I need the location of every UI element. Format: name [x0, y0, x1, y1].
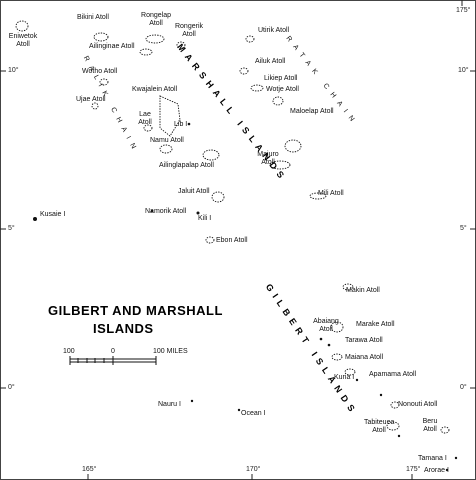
- scale-right-label: 100 MILES: [153, 348, 188, 355]
- lat-5-left-label: 5°: [8, 225, 15, 232]
- place-ailinginae: Ailinginae Atoll: [89, 43, 135, 50]
- place-beru: Beru Atoll: [422, 418, 438, 433]
- scale-bar-line: [69, 356, 157, 365]
- place-utirik: Utirik Atoll: [258, 27, 290, 34]
- lat-10-right-label: 10°: [458, 67, 469, 74]
- place-ocean: Ocean I: [241, 410, 266, 417]
- place-maloelap: Maloelap Atoll: [290, 108, 334, 115]
- place-rongerik: Rongerik Atoll: [174, 23, 203, 38]
- place-makin: Makin Atoll: [346, 287, 380, 294]
- place-kusaie: Kusaie I: [40, 211, 66, 218]
- place-majuro: Majuro Atoll: [257, 151, 279, 166]
- place-wotje: Wotje Atoll: [266, 86, 299, 93]
- place-rongelap: Rongelap Atoll: [141, 12, 171, 27]
- place-apamama: Apamama Atoll: [369, 371, 417, 378]
- lon-170-label: 170°: [246, 466, 261, 473]
- lon-175-bottom-label: 175°: [406, 466, 421, 473]
- place-mili: Mili Atoll: [318, 190, 344, 197]
- place-abaiang: Abaiang Atoll: [313, 318, 339, 333]
- place-ailinglapalap: Ailinglapalap Atoll: [159, 162, 214, 169]
- place-ujae: Ujae Atoll: [76, 96, 106, 103]
- place-nauru: Nauru I: [158, 401, 181, 408]
- place-kuria: Kuria I: [334, 374, 355, 381]
- place-namorik: Namorik Atoll: [145, 208, 187, 215]
- place-eniwetok: Eniwetok Atoll: [8, 33, 38, 48]
- lon-175-top-label: 175°: [456, 7, 471, 14]
- place-namu: Namu Atoll: [150, 137, 184, 144]
- lat-10-left-label: 10°: [8, 67, 19, 74]
- map-title-line-2: ISLANDS: [93, 321, 154, 336]
- place-nonouti: Nonouti Atoll: [398, 401, 438, 408]
- atoll-shapes: [15, 20, 450, 434]
- place-wotho: Wotho Atoll: [82, 68, 118, 75]
- place-tabiteuea: Tabiteuea Atoll: [364, 419, 395, 434]
- lon-165-label: 165°: [82, 466, 97, 473]
- place-marake: Marake Atoll: [356, 321, 395, 328]
- island-dots: [33, 122, 458, 472]
- place-maiana: Maiana Atoll: [345, 354, 384, 361]
- place-arorae: Arorae I: [424, 467, 449, 474]
- place-lae: Lae Atoll: [138, 111, 152, 126]
- scale-left-label: 100: [63, 348, 75, 355]
- lat-5-right-label: 5°: [460, 225, 467, 232]
- place-lib: Lib I: [174, 121, 188, 128]
- place-bikini: Bikini Atoll: [77, 14, 109, 21]
- lat-0-right-label: 0°: [460, 384, 467, 391]
- place-ebon: Ebon Atoll: [216, 237, 248, 244]
- place-ailuk: Ailuk Atoll: [255, 58, 286, 65]
- place-kwajalein: Kwajalein Atoll: [132, 86, 178, 93]
- place-jaluit: Jaluit Atoll: [178, 188, 210, 195]
- lat-0-left-label: 0°: [8, 384, 15, 391]
- map-title-line-1: GILBERT AND MARSHALL: [48, 303, 223, 318]
- place-kili: Kili I: [198, 215, 212, 222]
- scale-zero-label: 0: [111, 348, 115, 355]
- place-tarawa: Tarawa Atoll: [345, 337, 383, 344]
- place-likiep: Likiep Atoll: [264, 75, 298, 82]
- place-tamana: Tamana I: [418, 455, 447, 462]
